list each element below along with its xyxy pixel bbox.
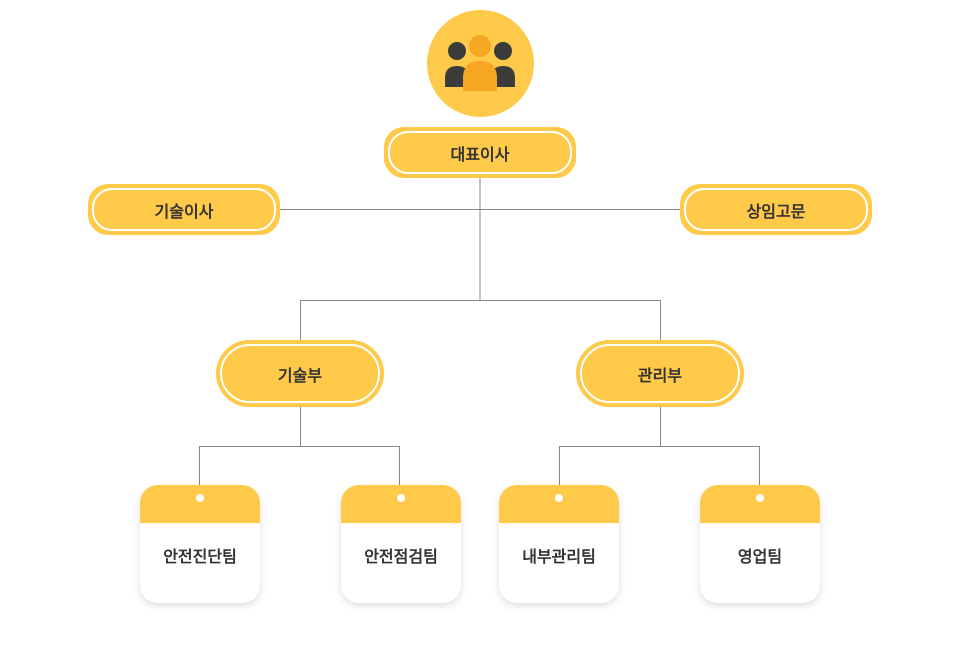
node-dept-tech: 기술부 bbox=[216, 340, 384, 407]
team-card-sales: 영업팀 bbox=[700, 485, 820, 603]
team-label: 안전진단팀 bbox=[163, 547, 237, 566]
card-pin-dot bbox=[397, 494, 405, 502]
team-label: 안전점검팀 bbox=[364, 547, 438, 566]
card-pin-dot bbox=[555, 494, 563, 502]
node-dept-mgmt: 관리부 bbox=[576, 340, 744, 407]
card-header bbox=[341, 485, 461, 523]
top-icon-circle bbox=[427, 10, 534, 117]
team-label: 영업팀 bbox=[737, 547, 783, 566]
card-header bbox=[140, 485, 260, 523]
card-header bbox=[499, 485, 619, 523]
node-cto: 기술이사 bbox=[88, 184, 280, 235]
team-label: 내부관리팀 bbox=[522, 547, 596, 566]
node-ceo-label: 대표이사 bbox=[450, 144, 510, 164]
card-pin-dot bbox=[756, 494, 764, 502]
card-pin-dot bbox=[196, 494, 204, 502]
node-advisor-label: 상임고문 bbox=[746, 201, 806, 221]
card-header bbox=[700, 485, 820, 523]
node-dept-tech-label: 기술부 bbox=[277, 365, 323, 385]
node-cto-label: 기술이사 bbox=[154, 201, 214, 221]
team-card-safety-diagnosis: 안전진단팀 bbox=[140, 485, 260, 603]
team-card-safety-inspection: 안전점검팀 bbox=[341, 485, 461, 603]
team-card-internal-management: 내부관리팀 bbox=[499, 485, 619, 603]
group-people-icon bbox=[445, 35, 515, 91]
node-dept-mgmt-label: 관리부 bbox=[637, 365, 683, 385]
node-advisor: 상임고문 bbox=[680, 184, 872, 235]
node-ceo: 대표이사 bbox=[384, 127, 576, 178]
